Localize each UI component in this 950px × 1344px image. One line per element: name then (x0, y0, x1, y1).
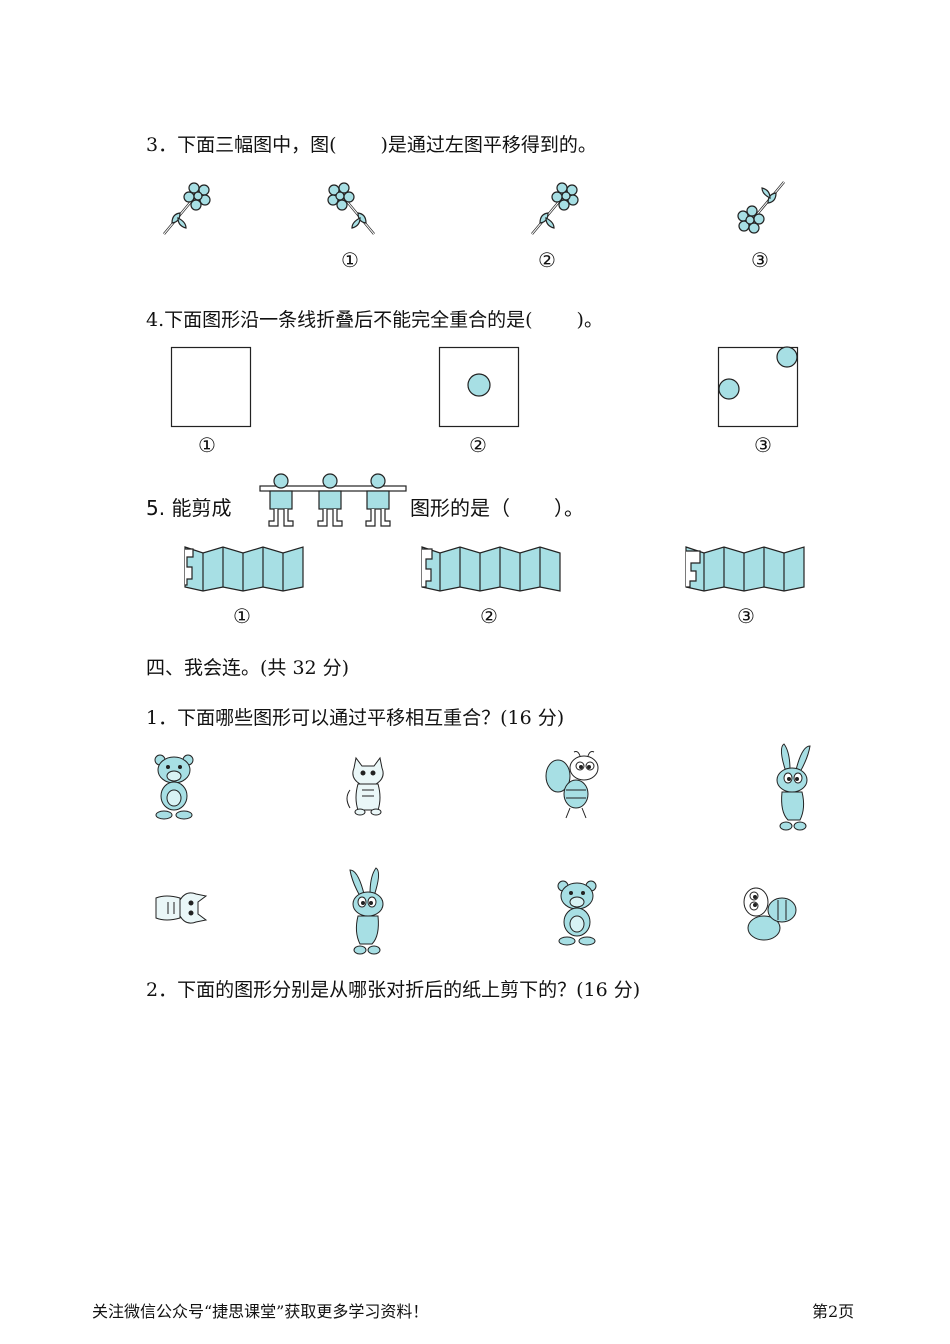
section4-q2: 2．下面的图形分别是从哪张对折后的纸上剪下的？(16 分) (146, 979, 641, 1001)
q5-paper-people-figure (259, 473, 407, 527)
q4-text-after: )。 (576, 309, 603, 331)
q4-square-two-circles (717, 346, 799, 428)
bee-figure-1[interactable] (544, 751, 606, 822)
bee-figure-rotated[interactable] (740, 880, 810, 942)
q5-text-end: ）。 (554, 496, 584, 520)
cat-figure-1[interactable] (344, 756, 392, 816)
footer-promo-text: 关注微信公众号“捷思课堂”获取更多学习资料！ (92, 1302, 429, 1321)
q5-option-label-3[interactable]: ③ (737, 604, 755, 628)
q5-question-start: 5. 能剪成 (146, 496, 232, 520)
q3-question: 3．下面三幅图中，图( )是通过左图平移得到的。 (146, 130, 597, 157)
q4-option-label-3[interactable]: ③ (754, 433, 772, 457)
q5-option-label-1[interactable]: ① (233, 604, 251, 628)
q4-square-center-circle (438, 346, 520, 428)
q3-flower-reference (163, 182, 211, 235)
bear-figure-1[interactable] (150, 752, 200, 820)
q3-flower-option-3 (737, 181, 785, 234)
rabbit-figure-2[interactable] (340, 866, 392, 956)
rabbit-figure-1[interactable] (768, 742, 816, 832)
q4-question: 4.下面图形沿一条线折叠后不能完全重合的是( )。 (146, 305, 603, 332)
q5-folded-paper-2 (421, 546, 561, 592)
cat-figure-rotated[interactable] (150, 884, 208, 934)
page-number: 第2页 (812, 1302, 855, 1321)
q3-text-after: )是通过左图平移得到的。 (380, 134, 597, 156)
q3-option-label-1[interactable]: ① (341, 248, 359, 272)
q4-text-before: 4.下面图形沿一条线折叠后不能完全重合的是( (146, 309, 533, 331)
q3-option-label-2[interactable]: ② (538, 248, 556, 272)
q3-flower-option-2 (531, 182, 579, 235)
q4-option-label-2[interactable]: ② (469, 433, 487, 457)
q5-folded-paper-1 (184, 546, 304, 592)
q4-square-plain (170, 346, 252, 428)
q5-folded-paper-3 (685, 546, 805, 592)
q4-option-label-1[interactable]: ① (198, 433, 216, 457)
q3-option-label-3[interactable]: ③ (751, 248, 769, 272)
q5-text-after: 图形的是（ (410, 496, 510, 520)
q5-option-label-2[interactable]: ② (480, 604, 498, 628)
q3-text-before: 3．下面三幅图中，图( (146, 134, 337, 156)
q5-question-mid: 图形的是（ ）。 (410, 492, 584, 521)
section4-q1: 1．下面哪些图形可以通过平移相互重合？(16 分) (146, 707, 565, 729)
bear-figure-2[interactable] (553, 878, 603, 946)
q3-flower-option-1 (327, 182, 375, 235)
section4-title: 四、我会连。(共 32 分) (146, 657, 350, 679)
